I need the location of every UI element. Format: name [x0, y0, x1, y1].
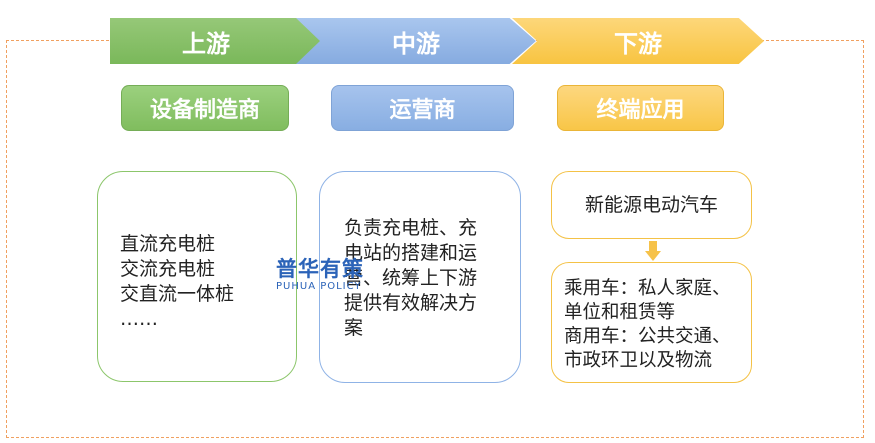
midstream-line: 提供有效解决方 — [344, 292, 478, 314]
downstream-segments-box: 乘用车：私人家庭、 单位和租赁等 商用车：公共交通、 市政环卫以及物流 — [551, 262, 752, 383]
upstream-line: 交直流一体桩 — [120, 283, 235, 305]
role-terminal-application: 终端应用 — [557, 85, 724, 131]
down-arrow-icon — [645, 241, 661, 261]
watermark-en: PUHUA POLICY — [276, 281, 362, 292]
midstream-line: 电站的搭建和运 — [344, 242, 478, 264]
watermark-logo: 普华有策 PUHUA POLICY — [276, 257, 364, 292]
downstream-title: 新能源电动汽车 — [584, 193, 718, 216]
midstream-line: 案 — [344, 317, 364, 339]
stage-midstream: 中游 — [296, 18, 536, 64]
stage-upstream: 上游 — [110, 18, 322, 64]
watermark-cn: 普华有策 — [276, 257, 364, 281]
upstream-line: …… — [120, 308, 158, 330]
upstream-products-box: 直流充电桩 交流充电桩 交直流一体桩 …… — [97, 171, 297, 382]
midstream-line: 负责充电桩、充 — [344, 217, 478, 239]
stage-midstream-label: 中游 — [392, 29, 440, 58]
downstream-title-box: 新能源电动汽车 — [551, 171, 752, 239]
role-terminal-application-label: 终端应用 — [596, 98, 685, 123]
role-equipment-maker: 设备制造商 — [121, 85, 289, 131]
role-equipment-maker-label: 设备制造商 — [149, 98, 260, 123]
downstream-line: 单位和租赁等 — [564, 302, 676, 323]
stage-upstream-label: 上游 — [182, 29, 230, 58]
upstream-line: 交流充电桩 — [120, 258, 216, 280]
upstream-line: 直流充电桩 — [120, 233, 216, 255]
downstream-line: 市政环卫以及物流 — [564, 350, 713, 371]
midstream-description-box: 负责充电桩、充 电站的搭建和运 营、统筹上下游 提供有效解决方 案 — [319, 171, 521, 383]
downstream-line: 乘用车：私人家庭、 — [564, 278, 731, 299]
stage-downstream: 下游 — [512, 18, 764, 64]
downstream-line: 商用车：公共交通、 — [564, 326, 731, 347]
stage-downstream-label: 下游 — [614, 29, 662, 58]
role-operator-label: 运营商 — [389, 98, 456, 123]
role-operator: 运营商 — [331, 85, 514, 131]
midstream-line: 营、统筹上下游 — [344, 267, 478, 289]
